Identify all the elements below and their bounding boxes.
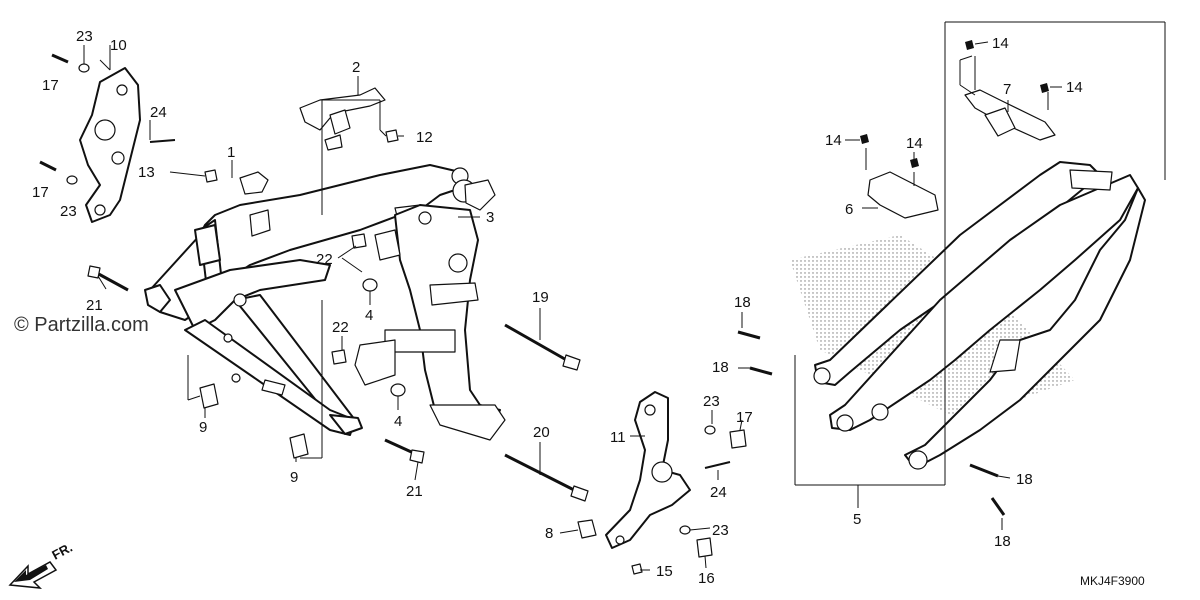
callout-18a: 18 <box>734 294 751 311</box>
clamp-part-1[interactable] <box>239 171 269 195</box>
bracket-part-7[interactable] <box>964 89 1056 141</box>
callout-12: 12 <box>416 129 433 146</box>
callout-24a: 24 <box>150 104 167 121</box>
callout-13: 13 <box>138 164 155 181</box>
main-frame[interactable] <box>144 164 476 436</box>
callout-4b: 4 <box>394 413 402 430</box>
callout-17a: 17 <box>42 77 59 94</box>
callout-16: 16 <box>698 570 715 587</box>
front-direction-label: FR. <box>49 540 75 563</box>
callout-3: 3 <box>486 209 494 226</box>
callout-7: 7 <box>1003 81 1011 98</box>
watermark-text: © Partzilla.com <box>14 314 149 336</box>
callout-11: 11 <box>610 429 626 446</box>
callout-14d: 14 <box>906 135 923 152</box>
callout-9b: 9 <box>290 469 298 486</box>
callout-14a: 14 <box>992 35 1009 52</box>
front-direction-arrow-icon <box>8 561 58 589</box>
callout-5: 5 <box>853 511 861 528</box>
callout-9a: 9 <box>199 419 207 436</box>
diagram-code: MKJ4F3900 <box>1080 574 1145 588</box>
callout-14b: 14 <box>1066 79 1083 96</box>
callout-17c: 17 <box>736 409 753 426</box>
callout-10: 10 <box>110 37 127 54</box>
callout-2: 2 <box>352 59 360 76</box>
bracket-part-2[interactable] <box>299 87 386 151</box>
callout-1: 1 <box>227 144 235 161</box>
callout-18d: 18 <box>994 533 1011 550</box>
callout-23b: 23 <box>60 203 77 220</box>
rear-subframe[interactable] <box>790 161 1146 470</box>
callout-24b: 24 <box>710 484 727 501</box>
callout-17b: 17 <box>32 184 49 201</box>
callout-23d: 23 <box>712 522 729 539</box>
callout-15: 15 <box>656 563 673 580</box>
callout-23a: 23 <box>76 28 93 45</box>
callout-21a: 21 <box>86 297 103 314</box>
callout-22a: 22 <box>316 251 333 268</box>
callout-8: 8 <box>545 525 553 542</box>
callout-4a: 4 <box>365 307 373 324</box>
callout-20: 20 <box>533 424 550 441</box>
callout-6: 6 <box>845 201 853 218</box>
callout-21b: 21 <box>406 483 423 500</box>
callout-22b: 22 <box>332 319 349 336</box>
callout-14c: 14 <box>825 132 842 149</box>
callout-18c: 18 <box>1016 471 1033 488</box>
fasteners <box>39 40 1049 575</box>
footpeg-bracket-right[interactable] <box>605 391 691 549</box>
footpeg-bracket-left[interactable] <box>79 67 141 223</box>
leader-lines <box>83 21 1166 571</box>
callout-23c: 23 <box>703 393 720 410</box>
callout-labels: 1 2 3 4 4 5 6 7 8 9 9 10 11 12 13 14 14 … <box>32 28 1083 587</box>
callout-18b: 18 <box>712 359 729 376</box>
frame-side-plate[interactable] <box>354 179 506 441</box>
bracket-part-6[interactable] <box>867 171 939 219</box>
callout-19: 19 <box>532 289 549 306</box>
